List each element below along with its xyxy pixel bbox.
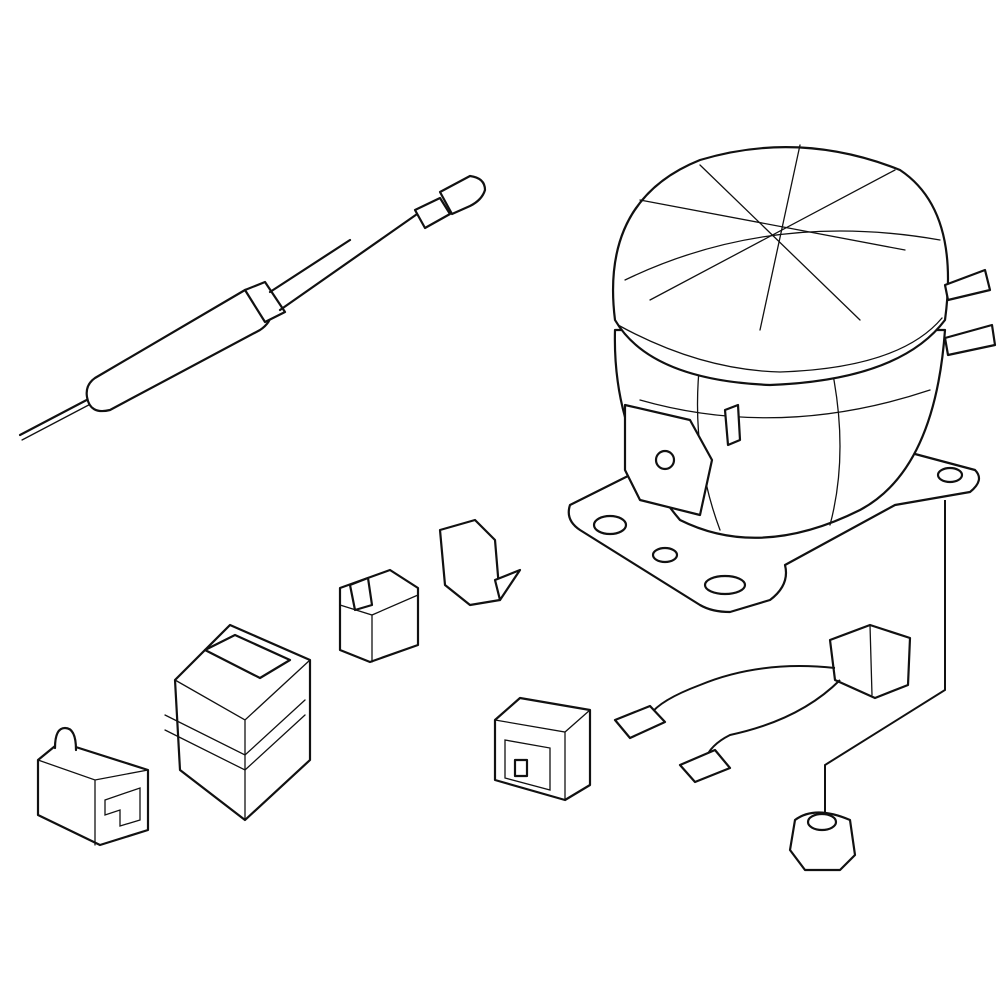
ptc-starter [36, 726, 150, 847]
mount-hole [651, 546, 679, 564]
wire-harness [613, 623, 912, 784]
ground-wire [824, 500, 946, 815]
process-tube [723, 403, 742, 447]
mount-hole [703, 574, 747, 596]
mount-hole [936, 466, 964, 484]
compressor-dome [611, 146, 950, 387]
relay-cover [493, 696, 592, 802]
spade-terminal [613, 704, 667, 740]
start-relay [164, 623, 312, 822]
mount-hole [592, 514, 628, 536]
grommet [788, 811, 857, 872]
overload-protector [338, 568, 420, 664]
discharge-tube [943, 323, 997, 357]
cover-clip [438, 518, 502, 607]
drier-body [85, 287, 273, 413]
compressor [567, 144, 997, 614]
cover-clip-tab [493, 568, 522, 602]
grommet-hole [806, 812, 838, 832]
drier-outlet-tube-a [268, 238, 352, 294]
drier-collar [243, 280, 287, 324]
harness-wire [704, 679, 841, 761]
drier-fitting [438, 174, 487, 216]
harness-wire [649, 665, 836, 716]
ptc-loop [53, 726, 78, 752]
drier-outlet-tube-b [278, 210, 422, 312]
filter-drier [18, 174, 487, 441]
spade-terminal [678, 748, 732, 784]
terminal-pin [654, 449, 676, 471]
drier-spring [413, 196, 452, 230]
suction-tube [943, 268, 992, 302]
